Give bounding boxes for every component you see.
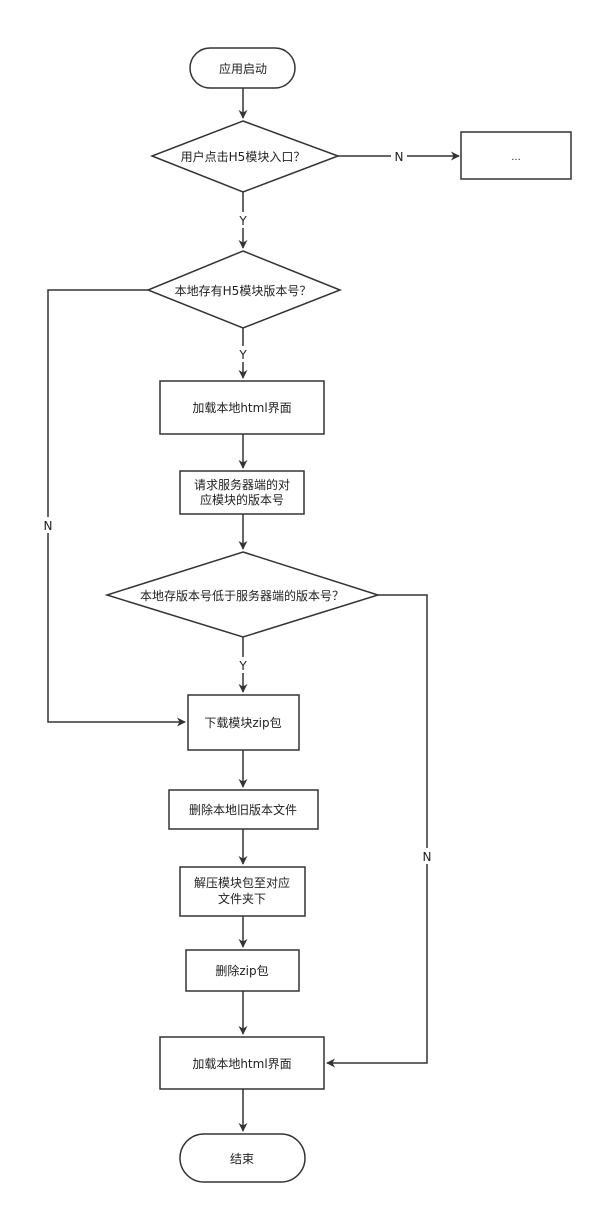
load-html-label-1: 加载本地html界面 [192,401,291,415]
edge-label-lower-yes: Y [238,659,247,673]
start-node [189,47,296,89]
decision-lower-label: 本地存版本号低于服务器端的版本号？ [140,588,344,603]
request-version-label-line2: 应模块的版本号 [200,492,284,507]
load-html-node-2 [159,1036,325,1090]
request-version-label-line1: 请求服务器端的对 [194,477,290,492]
end-node [179,1133,306,1183]
edge-label-lower-no: N [423,850,432,864]
edge-label-click-no: N [395,150,404,164]
delete-zip-label: 删除zip包 [215,963,268,978]
unzip-label-line2: 文件夹下 [218,891,266,906]
decision-lower-node [104,551,381,638]
decision-has-version-label: 本地存有H5模块版本号？ [175,284,312,298]
download-node [187,694,300,751]
delete-zip-node [185,949,300,992]
edge-label-click-yes: Y [238,214,247,228]
end-label: 结束 [230,1152,254,1166]
decision-click-label: 用户点击H5模块入口？ [181,149,306,164]
unzip-label-line1: 解压模块包至对应 [194,875,290,890]
download-label: 下载模块zip包 [204,716,281,730]
decision-click-node [149,120,341,193]
delete-old-node [168,789,319,830]
load-html-label-2: 加载本地html界面 [192,1057,291,1071]
edge-has-version-no [47,289,186,727]
other-label: ... [511,152,521,163]
request-version-node [179,470,305,515]
unzip-node [179,866,306,917]
start-label: 应用启动 [219,61,267,76]
decision-has-version-node [146,250,343,329]
other-node [460,131,572,180]
edge-label-has-version-no: N [44,519,53,533]
load-html-node-1 [159,380,325,435]
edge-lower-no [326,594,428,1068]
edge-label-has-version-yes: Y [238,348,247,362]
delete-old-label: 删除本地旧版本文件 [189,802,297,817]
